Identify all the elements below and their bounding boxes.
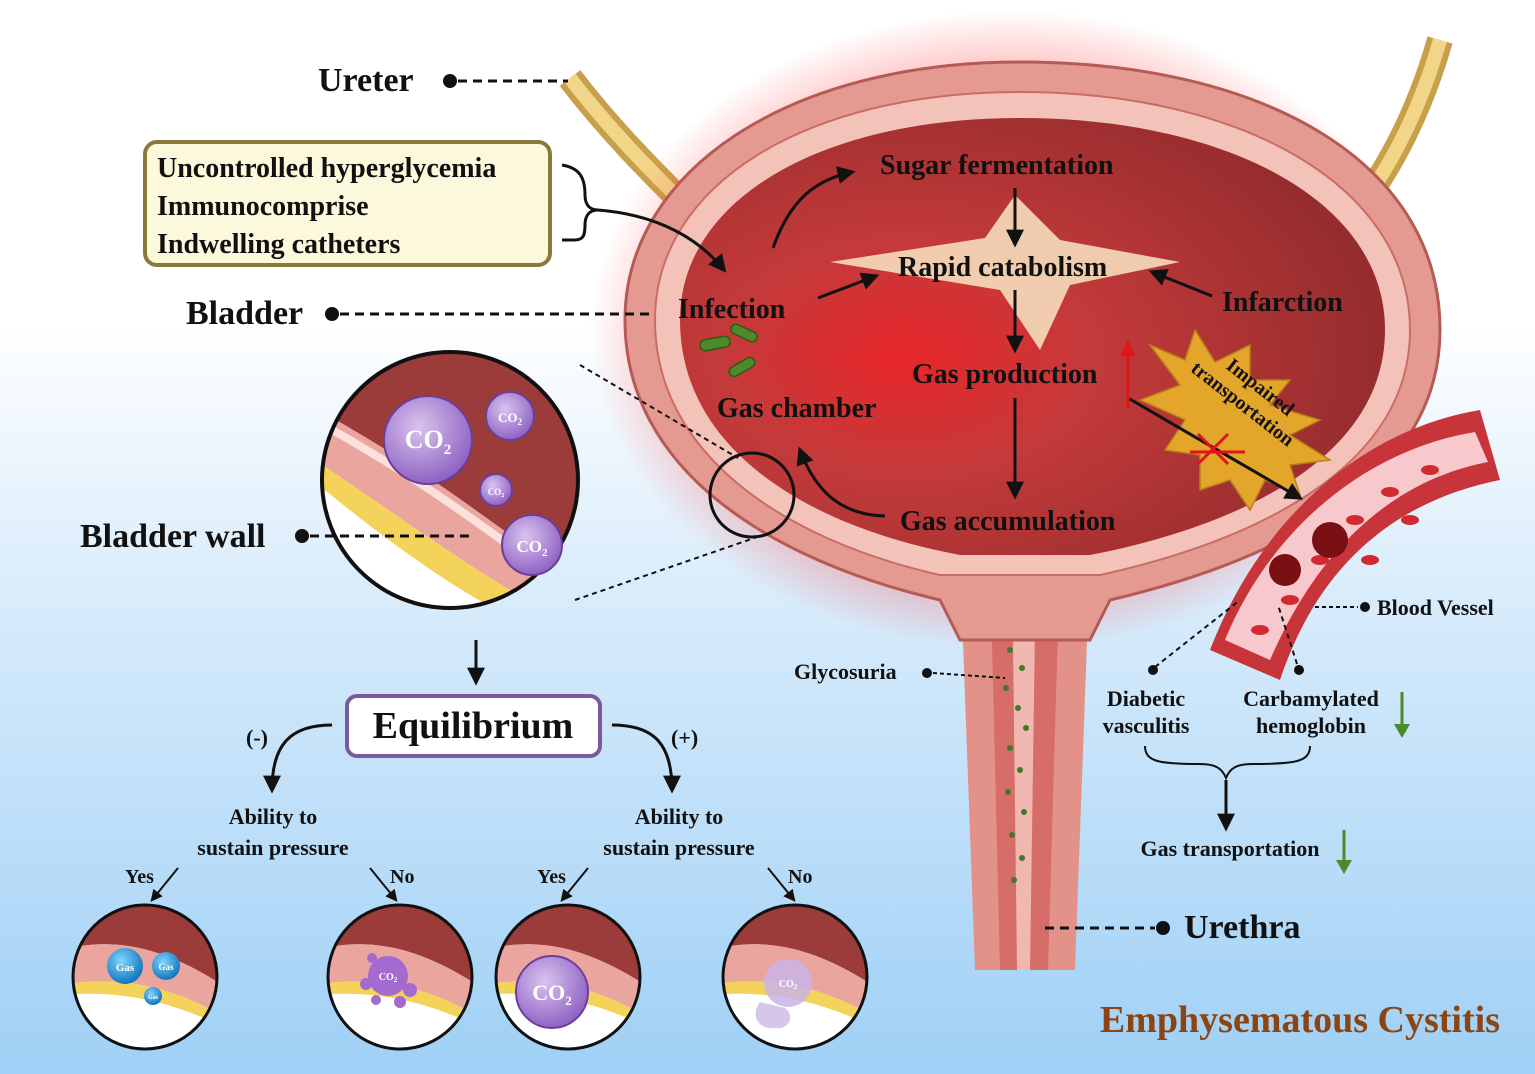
vasculitis-label: vasculitis: [1103, 713, 1190, 738]
bladder-wall-label: Bladder wall: [80, 518, 265, 555]
svg-text:Gas: Gas: [148, 995, 159, 1001]
outcome-circle-2: CO2: [326, 903, 474, 1051]
sustain-label-neg: sustain pressure: [197, 835, 349, 860]
no-label-2: No: [788, 866, 812, 888]
hemoglobin-label: hemoglobin: [1256, 713, 1366, 738]
blocked-cross: [1190, 432, 1245, 466]
svg-text:CO2: CO2: [498, 410, 523, 427]
carbamylated-label: Carbamylated: [1243, 686, 1379, 711]
svg-text:Gas: Gas: [116, 962, 135, 974]
risk-factor-box: [143, 140, 552, 267]
svg-text:Gas: Gas: [158, 962, 174, 972]
bacteria-icon: [699, 323, 758, 378]
yes-label-1: Yes: [125, 866, 154, 888]
diabetic-label: Diabetic: [1107, 686, 1185, 711]
ability-label-pos: Ability to: [635, 804, 724, 829]
glycosuria-dots: [1003, 647, 1029, 883]
catabolism-star: [830, 195, 1180, 350]
gas-accumulation-label: Gas accumulation: [900, 506, 1116, 537]
sustain-label-pos: sustain pressure: [603, 835, 755, 860]
outcome-circle-4: CO2: [721, 903, 869, 1051]
negative-label: (-): [246, 725, 268, 750]
impaired-starburst: [1138, 328, 1333, 512]
svg-text:CO2: CO2: [779, 979, 798, 991]
co2-label: CO2: [405, 425, 452, 458]
gas-transportation-label: Gas transportation: [1140, 836, 1319, 861]
risk-factor-1: Uncontrolled hyperglycemia: [157, 153, 496, 184]
blood-vessel-label: Blood Vessel: [1377, 595, 1494, 620]
equilibrium-box: [345, 694, 602, 758]
rapid-catabolism-label: Rapid catabolism: [898, 252, 1107, 283]
page-title: Emphysematous Cystitis: [1100, 999, 1500, 1041]
ability-label-neg: Ability to: [229, 804, 318, 829]
svg-text:CO2: CO2: [488, 487, 505, 499]
svg-text:CO2: CO2: [532, 980, 572, 1008]
risk-factor-2: Immunocomprise: [157, 191, 369, 222]
no-label-1: No: [390, 866, 414, 888]
outcome-circle-3: CO2: [494, 903, 642, 1051]
positive-label: (+): [671, 725, 698, 750]
gas-chamber-label: Gas chamber: [717, 393, 876, 424]
yes-label-2: Yes: [537, 866, 566, 888]
bladder-wall-zoom: [322, 352, 578, 608]
sugar-fermentation-label: Sugar fermentation: [880, 150, 1114, 181]
ureter-label: Ureter: [318, 62, 414, 99]
urethra-label: Urethra: [1184, 909, 1300, 946]
infarction-label: Infarction: [1222, 287, 1343, 318]
svg-text:CO2: CO2: [379, 972, 398, 984]
equilibrium-label: Equilibrium: [373, 705, 574, 747]
bladder-label: Bladder: [186, 295, 303, 332]
infection-label: Infection: [678, 294, 786, 325]
outcome-circle-1: Gas Gas Gas: [71, 903, 219, 1051]
gas-production-label: Gas production: [912, 359, 1098, 390]
zoom-marker: [708, 451, 796, 539]
svg-text:CO2: CO2: [517, 537, 549, 559]
blood-vessel: [1210, 410, 1500, 680]
risk-factor-3: Indwelling catheters: [157, 229, 401, 260]
glycosuria-label: Glycosuria: [794, 659, 897, 684]
